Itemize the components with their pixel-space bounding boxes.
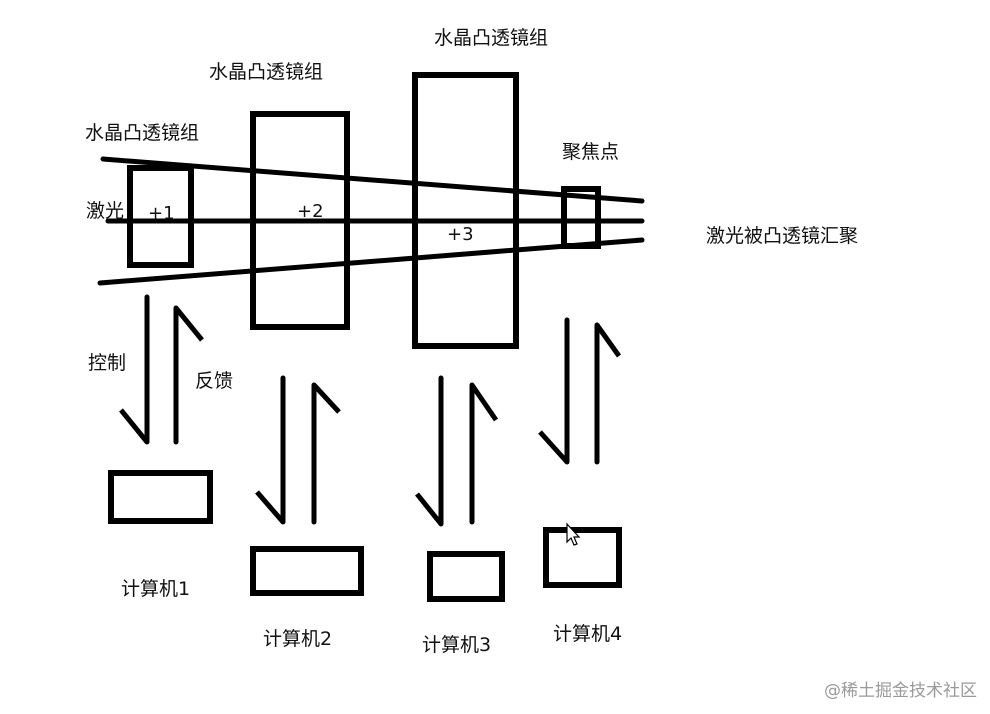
lens-1-power: +1 bbox=[148, 203, 175, 224]
lens-group-2-title: 水晶凸透镜组 bbox=[209, 61, 324, 83]
laser-label: 激光 bbox=[86, 200, 125, 222]
computer-4-label: 计算机4 bbox=[553, 623, 623, 645]
lens-2-power: +2 bbox=[297, 201, 324, 222]
laser-ray-bottom bbox=[97, 237, 645, 286]
computer-box-1 bbox=[108, 470, 213, 524]
computer-1-label: 计算机1 bbox=[121, 578, 191, 600]
feedback-arrow-3 bbox=[469, 382, 499, 525]
feedback-label: 反馈 bbox=[195, 370, 234, 392]
feedback-arrow-2 bbox=[311, 382, 341, 525]
feedback-arrow-1 bbox=[173, 305, 204, 445]
watermark: @稀土掘金技术社区 bbox=[824, 681, 977, 701]
control-arrow-3 bbox=[415, 375, 444, 527]
lens-box-2 bbox=[250, 111, 350, 330]
control-arrow-1 bbox=[119, 294, 150, 445]
control-label: 控制 bbox=[88, 352, 127, 374]
lens-box-3 bbox=[412, 72, 519, 349]
lens-box-1 bbox=[127, 165, 194, 268]
computer-3-label: 计算机3 bbox=[422, 634, 492, 656]
mouse-cursor-icon bbox=[566, 522, 581, 546]
computer-box-4 bbox=[543, 527, 622, 588]
feedback-arrow-4 bbox=[594, 322, 622, 465]
converged-label: 激光被凸透镜汇聚 bbox=[706, 225, 859, 247]
focal-point-label: 聚焦点 bbox=[562, 141, 620, 163]
lens-3-power: +3 bbox=[447, 224, 474, 245]
computer-box-3 bbox=[427, 551, 505, 602]
lens-group-3-title: 水晶凸透镜组 bbox=[434, 27, 549, 49]
computer-box-2 bbox=[250, 546, 364, 596]
computer-2-label: 计算机2 bbox=[263, 628, 333, 650]
focal-point-box bbox=[561, 186, 601, 249]
control-arrow-4 bbox=[538, 317, 570, 465]
lens-group-1-title: 水晶凸透镜组 bbox=[85, 122, 200, 144]
control-arrow-2 bbox=[255, 375, 286, 525]
